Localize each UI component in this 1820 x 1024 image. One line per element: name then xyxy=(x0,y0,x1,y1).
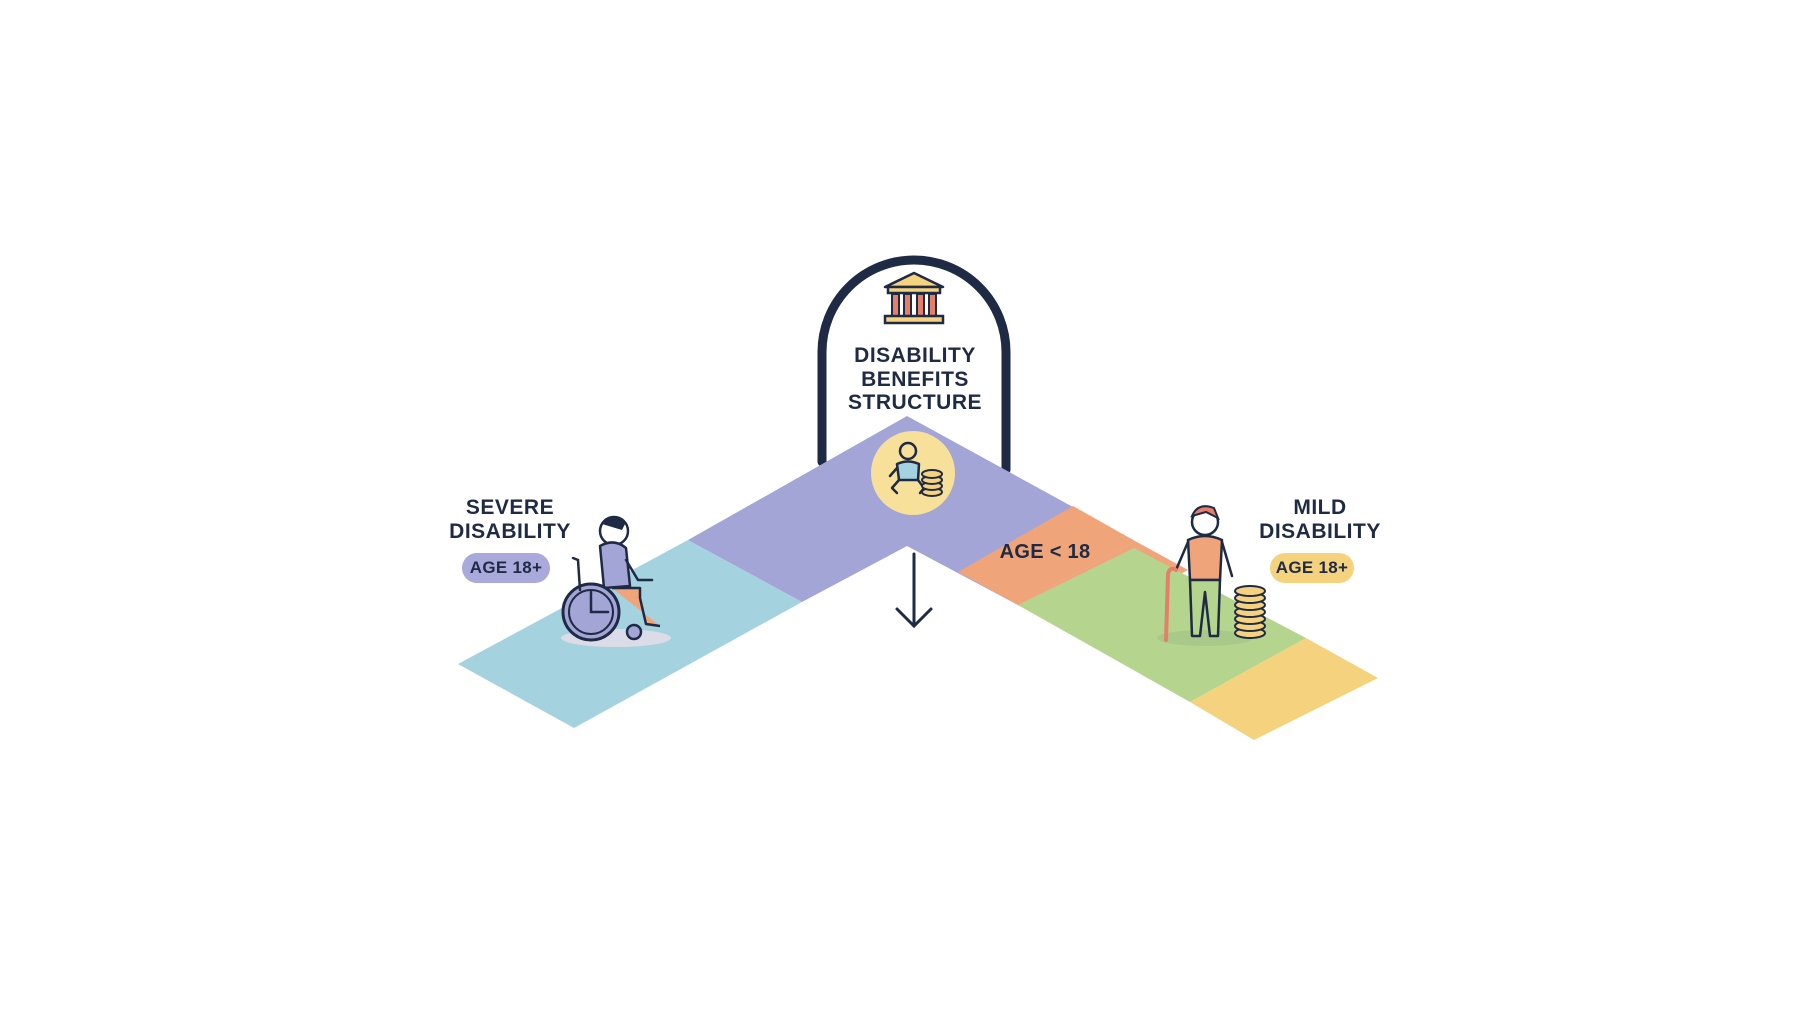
child-with-coins-icon xyxy=(871,431,955,515)
tile-yellow xyxy=(1190,638,1378,740)
mild-age-badge: AGE 18+ xyxy=(1270,553,1354,583)
mild-disability-heading: MILD DISABILITY xyxy=(1259,496,1381,543)
down-arrow-icon xyxy=(895,552,933,629)
wheelchair-user-icon xyxy=(561,515,671,647)
gateway-arch xyxy=(817,255,1011,475)
severe-age-badge: AGE 18+ xyxy=(462,553,550,583)
severe-disability-heading: SEVERE DISABILITY xyxy=(449,496,571,543)
bank-building-icon xyxy=(883,271,945,325)
tile-green xyxy=(1018,548,1306,702)
tile-age-under-18 xyxy=(958,506,1135,605)
age-under-18-label: AGE < 18 xyxy=(999,541,1091,563)
diagram-title: DISABILITY BENEFITS STRUCTURE xyxy=(848,344,982,415)
person-with-cane-icon xyxy=(1157,505,1266,646)
